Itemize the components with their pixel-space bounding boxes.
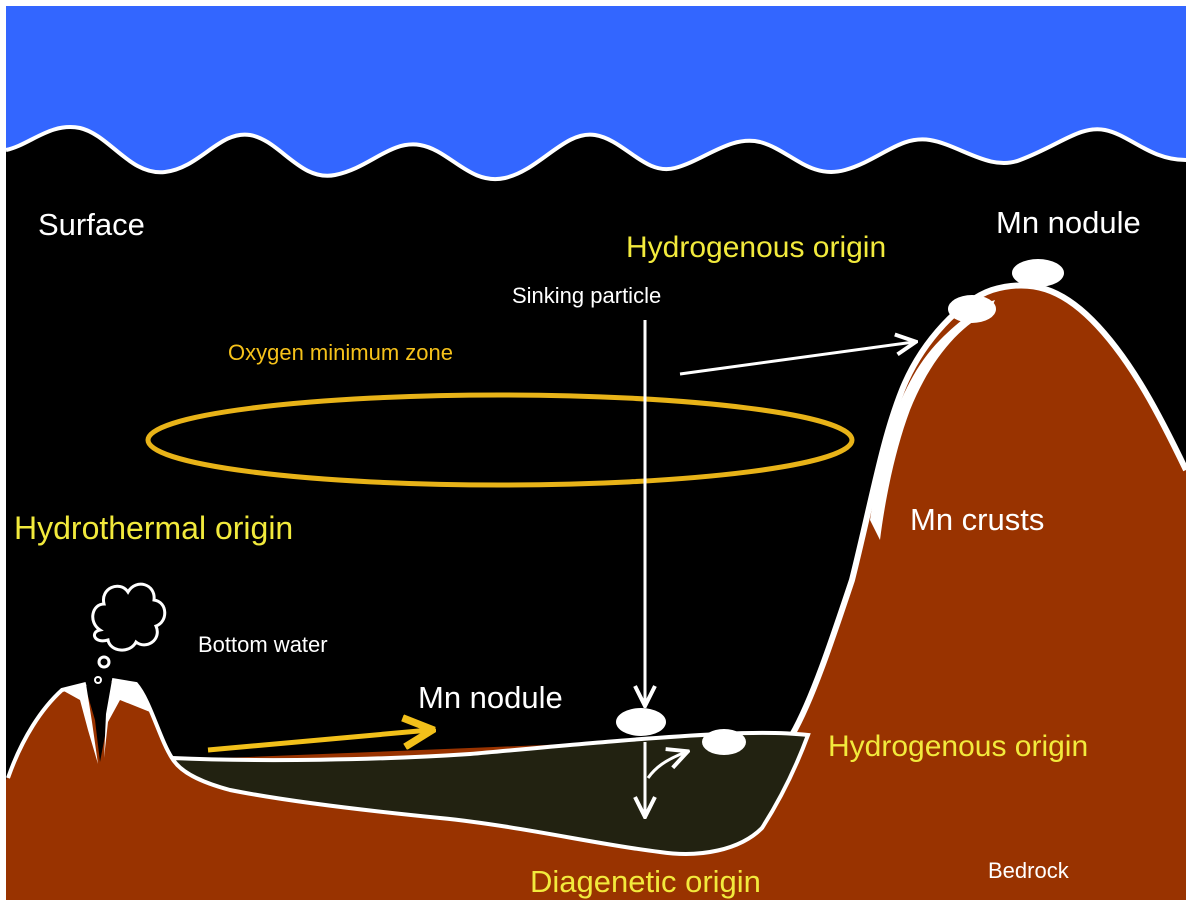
hydrogenous-origin-right-label: Hydrogenous origin (828, 732, 1088, 762)
mn-nodule-shape (702, 729, 746, 755)
mn-nodule-shape (616, 708, 666, 736)
diagenetic-origin-label: Diagenetic origin (530, 866, 761, 897)
mn-nodule-top-label: Mn nodule (996, 207, 1141, 238)
oxygen-minimum-zone-label: Oxygen minimum zone (228, 342, 453, 364)
mn-nodule-shape (1012, 259, 1064, 287)
mn-crusts-label: Mn crusts (910, 504, 1044, 535)
bottom-water-label: Bottom water (198, 634, 328, 656)
surface-label: Surface (38, 209, 145, 240)
sinking-particle-label: Sinking particle (512, 285, 661, 307)
hydrogenous-origin-top-label: Hydrogenous origin (626, 233, 886, 263)
mn-nodule-shape (948, 295, 996, 323)
hydrothermal-origin-label: Hydrothermal origin (14, 512, 293, 544)
bedrock-label: Bedrock (988, 860, 1069, 882)
mn-nodule-bottom-label: Mn nodule (418, 682, 563, 713)
